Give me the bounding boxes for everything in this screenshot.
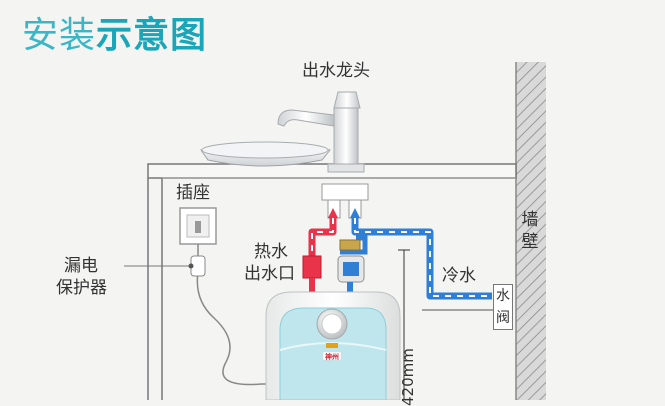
power-cable	[196, 244, 268, 386]
cold-water-label: 冷水	[442, 266, 476, 286]
wall-label-line2: 壁	[521, 232, 539, 252]
valve-label-line1: 水	[496, 288, 510, 304]
title-light: 安装	[22, 15, 97, 56]
dimension-line	[398, 249, 410, 400]
hot-water-label-line1: 热水	[254, 242, 288, 262]
faucet-label: 出水龙头	[302, 61, 370, 81]
valve-label: 水 阀	[493, 284, 513, 330]
brand-label: 神州	[325, 353, 339, 361]
page-title: 安装示意图	[22, 14, 207, 58]
faucet-icon	[277, 91, 365, 173]
cold-water-pipe	[337, 208, 492, 300]
socket-label: 插座	[176, 183, 210, 203]
valve-label-line2: 阀	[496, 310, 510, 326]
tap-connector	[321, 183, 369, 219]
leakage-protector-icon	[124, 255, 206, 277]
dimension-label: 420mm	[399, 348, 417, 406]
leakage-protector-label-line2: 保护器	[56, 278, 107, 298]
socket-icon	[179, 207, 217, 245]
hot-water-label-line2: 出水口	[244, 264, 295, 284]
leakage-protector-label-line1: 漏电	[64, 256, 98, 276]
wall-label-line1: 墙	[521, 210, 539, 230]
water-heater-icon	[265, 291, 401, 400]
title-bold: 示意图	[96, 15, 208, 56]
sink-basin	[200, 141, 331, 167]
hot-water-pipe	[302, 208, 338, 296]
wall	[515, 62, 546, 400]
